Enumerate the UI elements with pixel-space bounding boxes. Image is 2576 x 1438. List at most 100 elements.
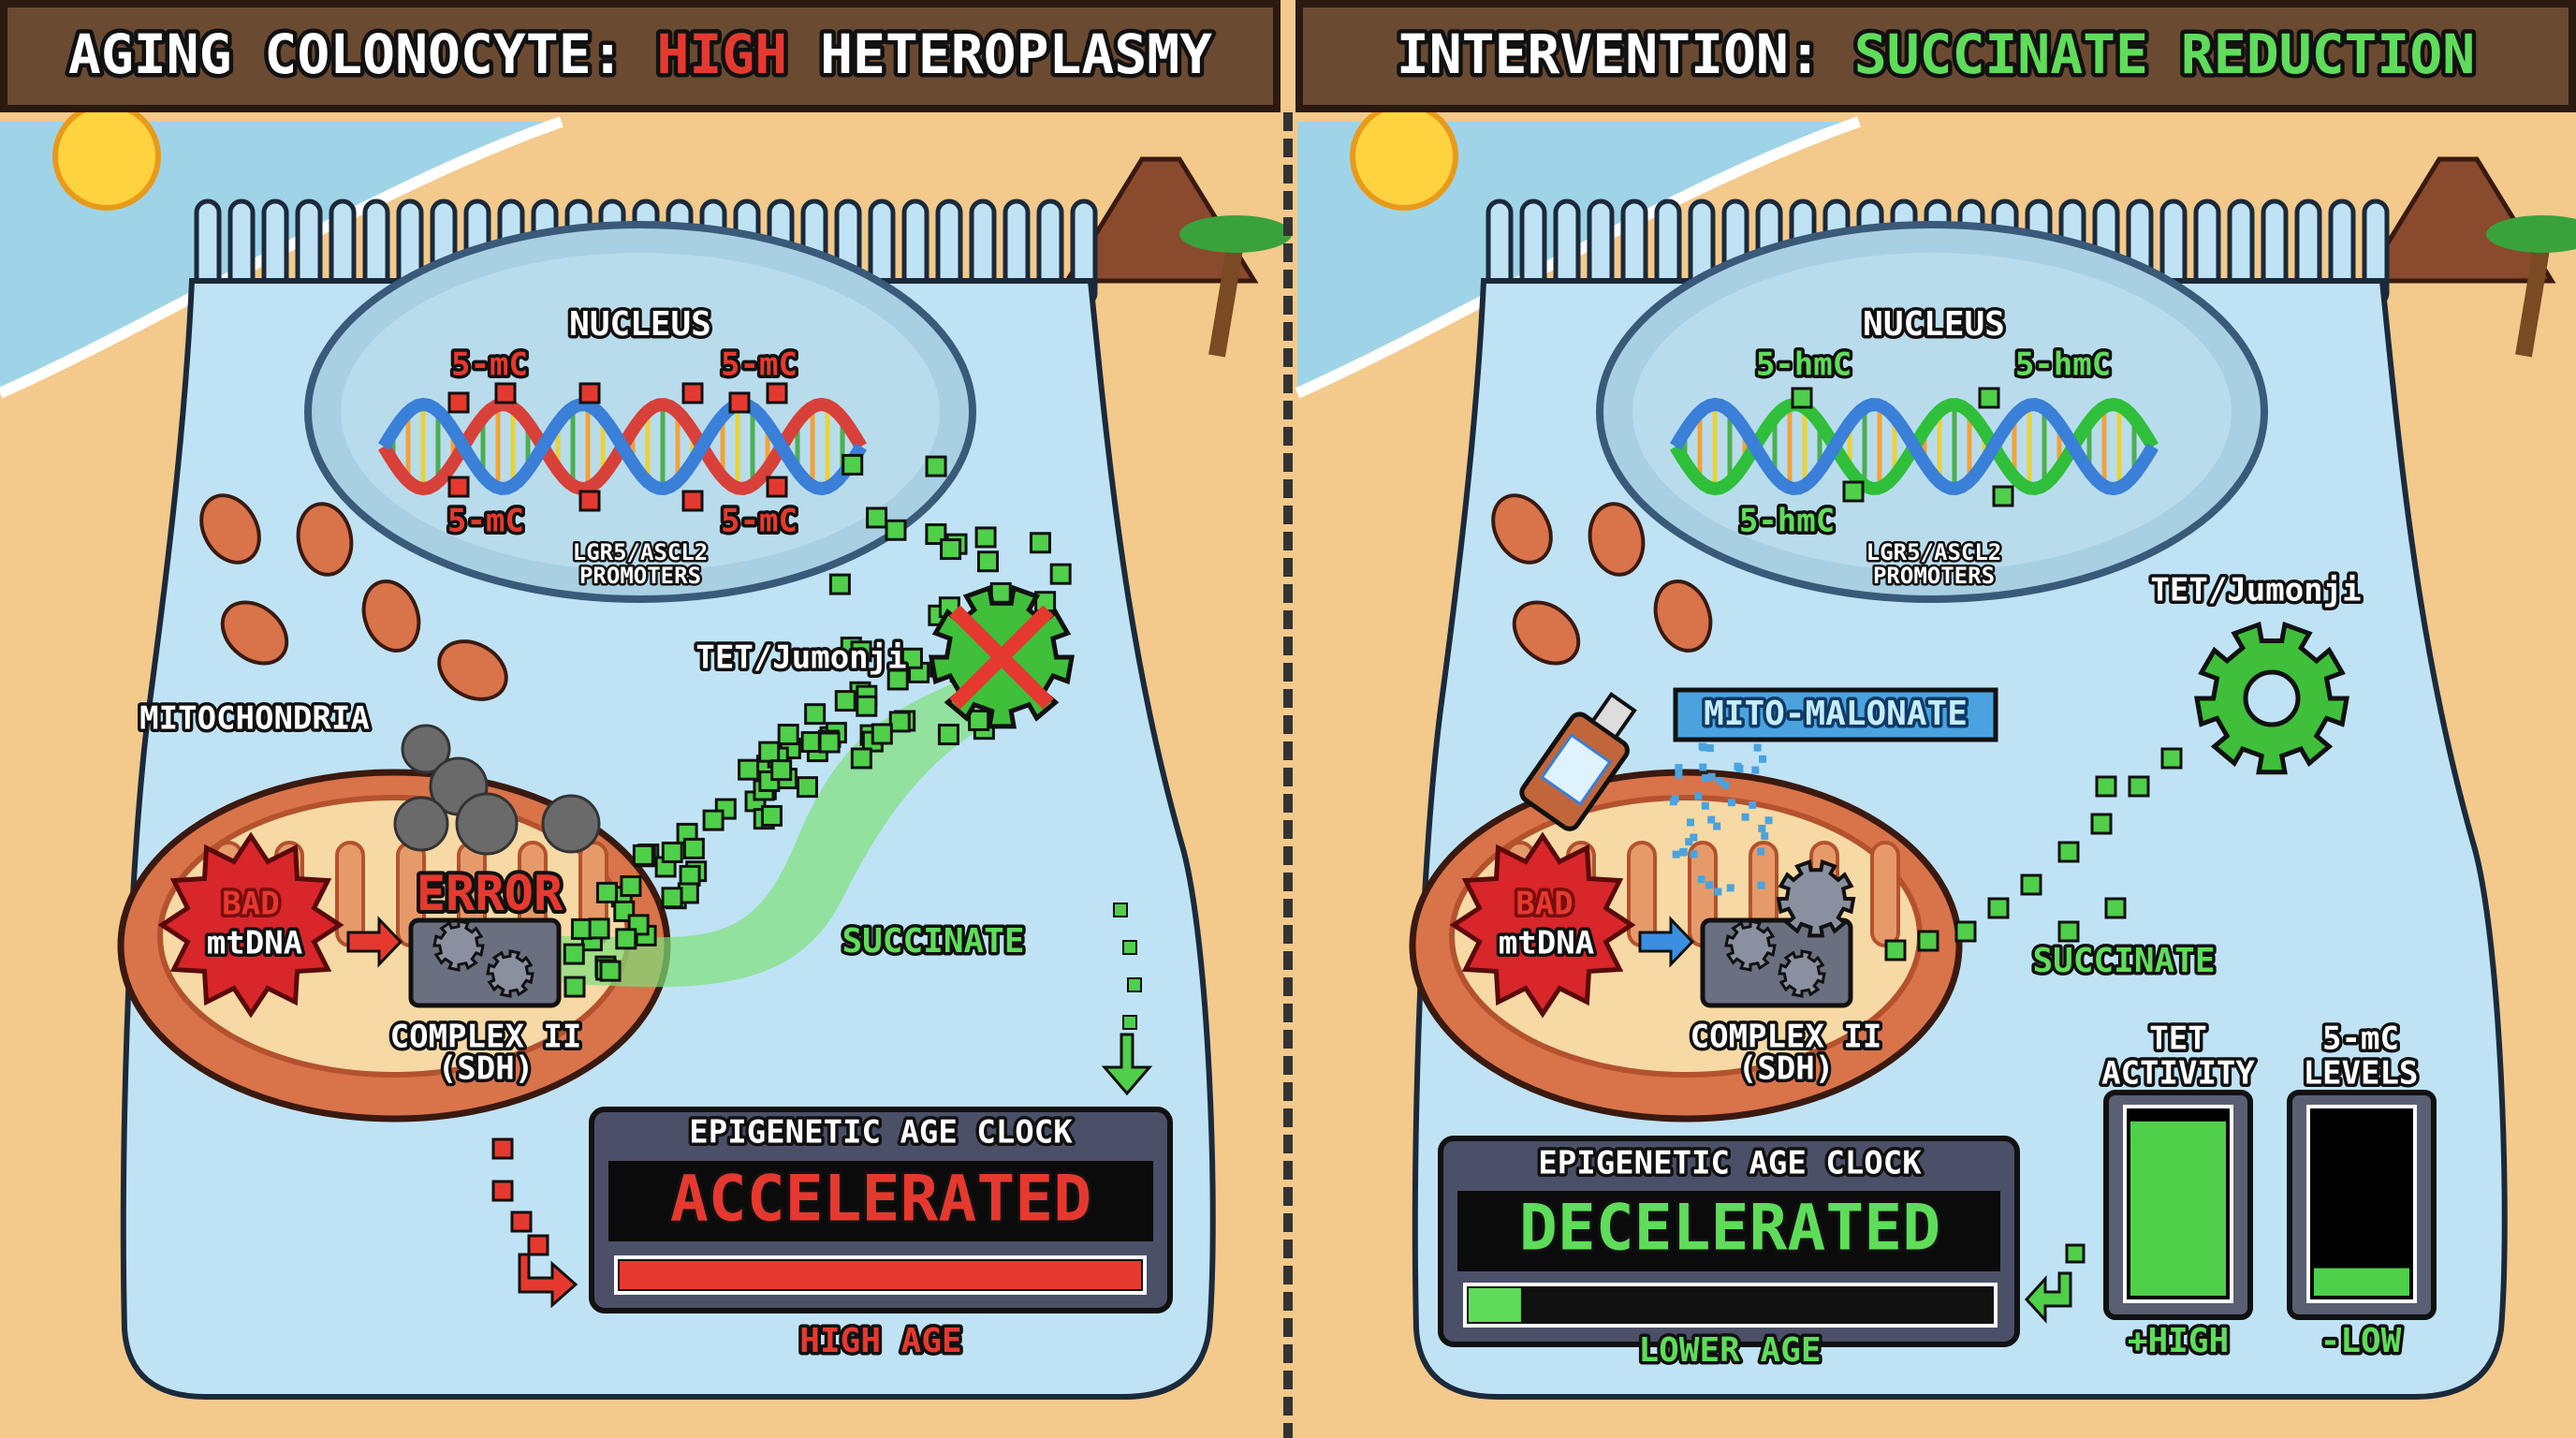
mist-particle [1735, 764, 1744, 772]
methyl-mark-label: 5-mC [451, 346, 528, 384]
tet-activity-level: +HIGH [2128, 1322, 2229, 1360]
methyl-mark [766, 382, 788, 404]
succinate-molecule [968, 709, 990, 731]
smoke-puff [455, 792, 519, 856]
mist-particle [1675, 764, 1683, 772]
succinate-molecule [1917, 930, 1939, 952]
age-clock-title: EPIGENETIC AGE CLOCK [1538, 1145, 1922, 1182]
succinate-molecule [1987, 897, 2010, 919]
arrow-icon [2024, 1271, 2072, 1324]
age-clock-screen [1457, 1191, 2000, 1271]
mitochondrion-small [220, 600, 289, 666]
succinate-molecule [937, 724, 959, 746]
methyl-mark-label: 5-mC [721, 503, 798, 540]
succinate-molecule [940, 538, 962, 561]
hydroxymethyl-mark-label: 5-hmC [2015, 346, 2111, 384]
arrow-icon [518, 1253, 578, 1309]
mitochondrion-small [361, 580, 421, 653]
mist-particle [1721, 781, 1730, 789]
bottle-label [1540, 733, 1612, 807]
succinate-molecule [738, 758, 760, 781]
dna-strand [1670, 397, 2159, 496]
complex-label: (SDH) [1738, 1050, 1834, 1088]
mist-particle [1705, 744, 1714, 753]
succinate-molecule [888, 711, 911, 733]
mist-particle [1707, 772, 1716, 781]
arrow-icon [346, 916, 403, 968]
mitochondrion-small [296, 502, 354, 577]
methyl-mark-label: 5-mC [721, 346, 798, 384]
methyl-mark [447, 391, 470, 414]
mist-particle [1679, 847, 1688, 856]
hydroxymethyl-mark-label: 5-hmC [1756, 346, 1852, 384]
arrow-icon [1638, 916, 1695, 968]
methyl-mark [494, 382, 517, 404]
succinate-molecule [834, 690, 856, 712]
mist-particle [1672, 850, 1680, 858]
mitochondrion-small [437, 639, 508, 701]
age-bar-fill [1469, 1288, 1521, 1322]
mist-particle [1690, 850, 1698, 858]
succinate-molecule [866, 506, 888, 529]
bad-mtdna-icon [1449, 831, 1636, 1019]
succinate-molecule [2020, 873, 2042, 896]
header-right [1295, 0, 2576, 112]
succinate-molecule [2057, 841, 2080, 863]
succinate-molecule [682, 837, 705, 859]
mc-levels-fill [2314, 1268, 2409, 1296]
palm-tree-icon [2515, 242, 2551, 358]
age-clock-title: EPIGENETIC AGE CLOCK [689, 1114, 1073, 1152]
promoters-label: LGR5/ASCL2 [573, 539, 709, 565]
gear-icon [486, 949, 534, 998]
hydroxymethyl-mark [1978, 387, 2000, 409]
methyl-mark [578, 382, 601, 404]
nucleus-label: NUCLEUS [569, 305, 711, 344]
succinate-molecule [588, 917, 610, 940]
mist-particle [1751, 766, 1760, 774]
mist-particle [1727, 799, 1735, 807]
mitochondrion-small [1491, 493, 1553, 565]
title-highlight: HIGH [656, 22, 787, 86]
mitochondria-label: MITOCHONDRIA [139, 700, 370, 738]
succinate-molecule [856, 695, 878, 717]
succinate-stream [562, 674, 1011, 988]
smoke-puff [393, 796, 449, 852]
succinate-molecule [2128, 775, 2150, 798]
mist-particle [1716, 777, 1724, 785]
methyl-mark [681, 490, 704, 512]
title-highlight: SUCCINATE REDUCTION [1854, 22, 2475, 86]
arrow-down-icon [1101, 1033, 1153, 1096]
succinate-molecule [977, 550, 1000, 573]
tet-label: TET/Jumonji [695, 639, 906, 677]
succinate-molecule [777, 724, 799, 746]
hydroxymethyl-mark [1992, 485, 2014, 507]
succinate-molecule [595, 881, 618, 903]
succinate-molecule [850, 747, 872, 770]
promoters-label: LGR5/ASCL2 [1866, 539, 2002, 565]
age-clock-status: DECELERATED [1519, 1192, 1940, 1266]
gear-icon [1776, 858, 1856, 938]
succinate-molecule [2095, 775, 2117, 798]
succinate-molecule [1113, 902, 1128, 917]
mist-particle [1687, 818, 1695, 827]
succinate-molecule [615, 928, 637, 950]
succinate-molecule [1954, 920, 1977, 943]
succinate-molecule [1122, 940, 1137, 955]
succinate-molecule [900, 647, 923, 669]
succinate-molecule [989, 581, 1012, 604]
tet-activity-label: TET [2149, 1020, 2206, 1058]
mc-levels-label: LEVELS [2304, 1055, 2419, 1093]
succinate-molecule [2065, 1243, 2086, 1264]
mist-particle [1697, 875, 1705, 884]
succinate-molecule [632, 844, 654, 866]
age-label: HIGH AGE [799, 1322, 961, 1360]
mtdna-label: mtDNA [1499, 925, 1594, 962]
bad-mtdna-icon [157, 831, 344, 1019]
succinate-molecule [620, 875, 642, 898]
complex-ii-icon [1700, 917, 1853, 1008]
error-label: ERROR [417, 866, 564, 922]
gear-icon [1724, 919, 1777, 972]
mist-particle [1764, 816, 1773, 825]
gear-icon [1778, 949, 1826, 998]
succinate-molecule [2090, 813, 2113, 835]
